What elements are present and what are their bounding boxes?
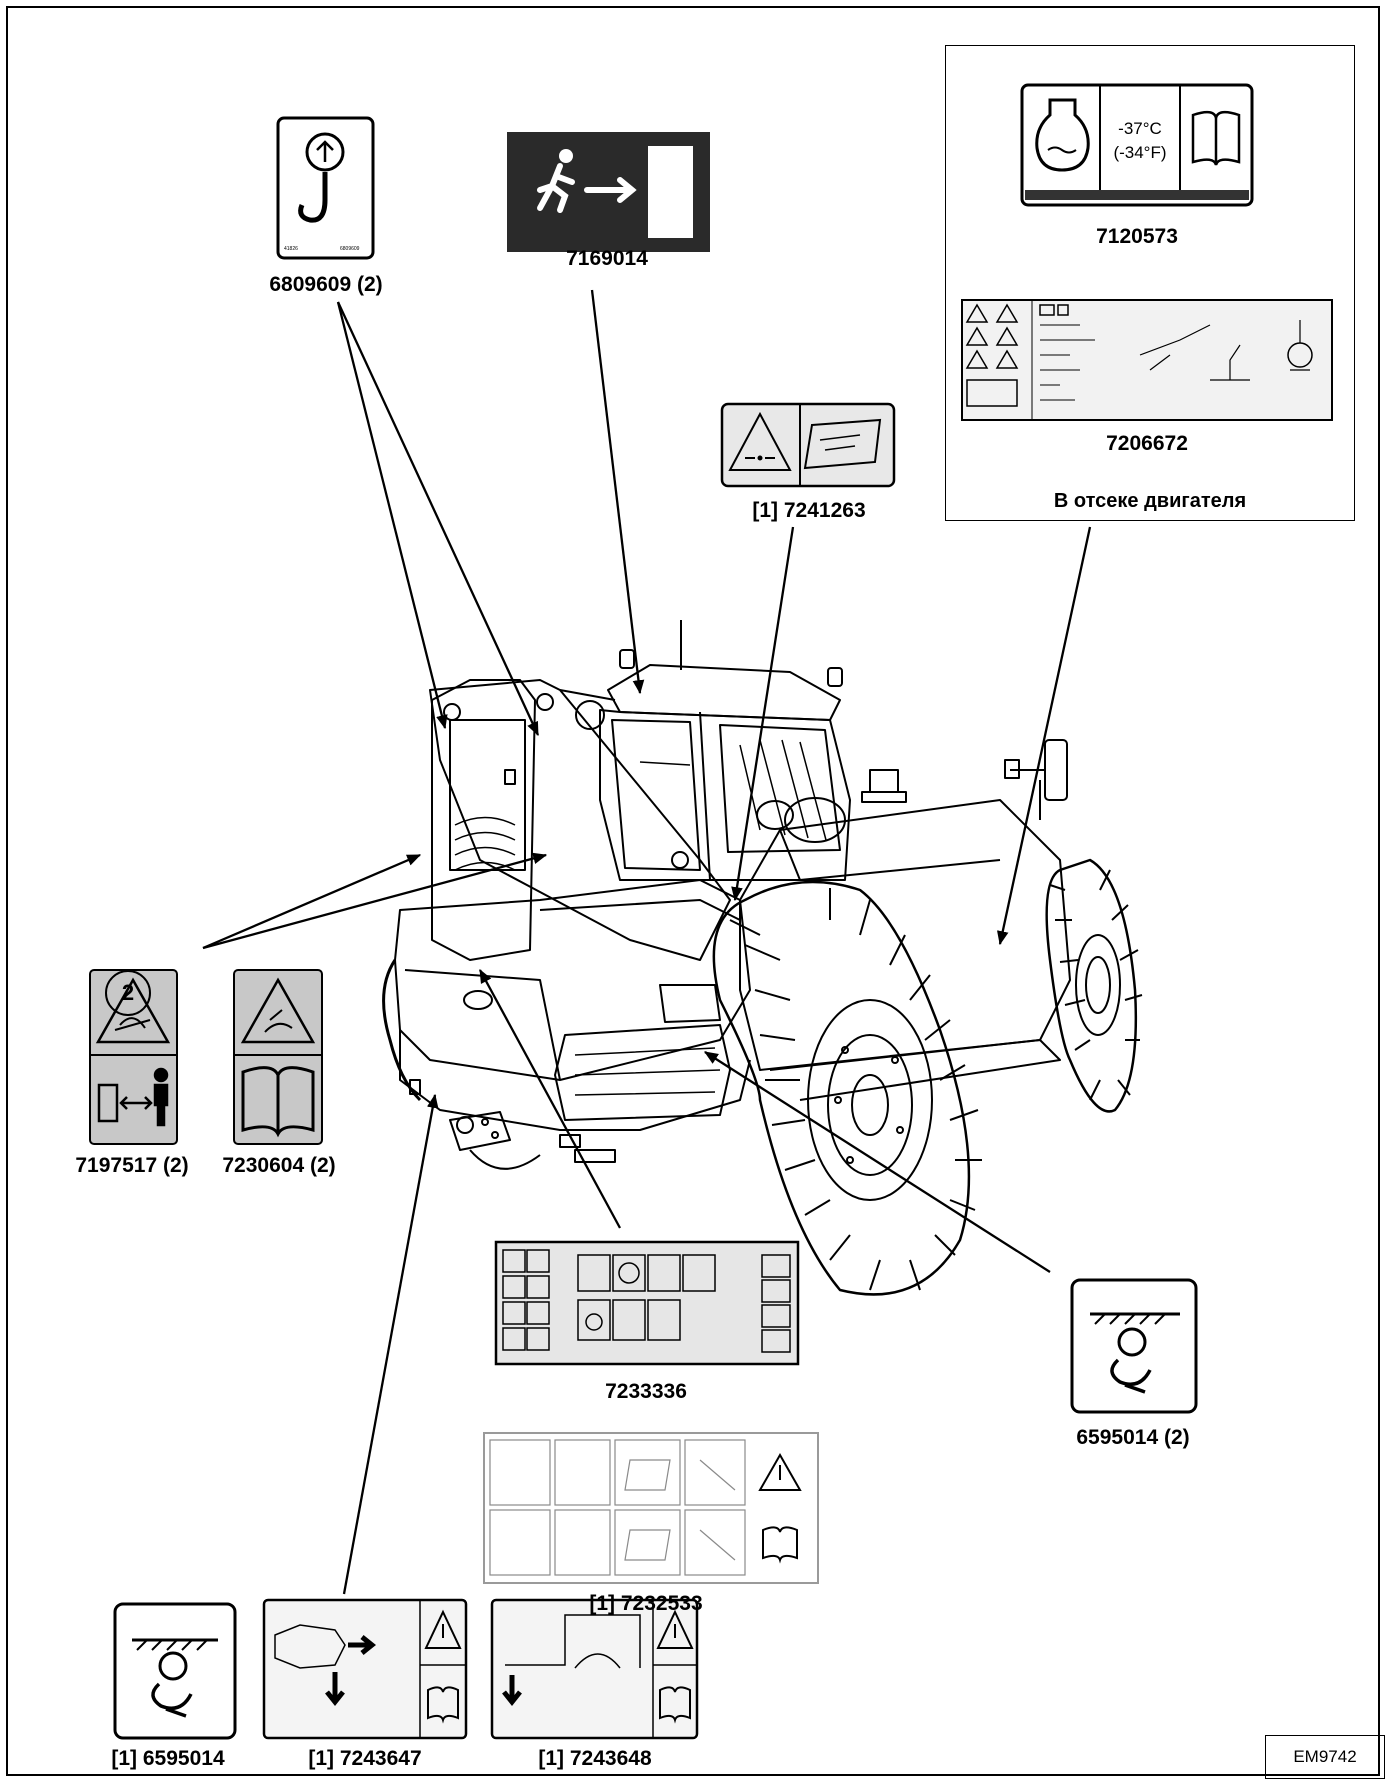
decal-temp-c: -37°C: [1118, 119, 1162, 138]
leader-7197517-a: [203, 855, 420, 948]
decal-6595014-right: [1072, 1280, 1196, 1412]
leader-7197517-b: [203, 855, 546, 948]
label-7232533: [1] 7232533: [589, 1593, 702, 1614]
decal-7230604: [234, 970, 322, 1144]
label-7169014: 7169014: [566, 248, 648, 269]
leader-7169014: [592, 290, 640, 693]
label-7243647: [1] 7243647: [308, 1748, 421, 1769]
label-7243648: [1] 7243648: [538, 1748, 651, 1769]
svg-text:41826: 41826: [284, 246, 298, 252]
leader-7233336: [480, 970, 620, 1228]
decal-6809609: 41826 6809609: [278, 118, 373, 258]
inset-caption: В отсеке двигателя: [1054, 491, 1246, 511]
decal-7243647: [264, 1600, 466, 1738]
label-6595014-right: 6595014 (2): [1076, 1427, 1189, 1448]
label-7230604: 7230604 (2): [222, 1155, 335, 1176]
decal-7206672: [962, 300, 1332, 420]
label-7233336: 7233336: [605, 1381, 687, 1402]
decal-7232533: [484, 1433, 818, 1583]
label-7120573: 7120573: [1096, 226, 1178, 247]
leader-6809609-b: [338, 302, 538, 735]
leader-6595014-bottom: [344, 1095, 435, 1594]
decal-7169014: [507, 132, 710, 252]
label-6809609: 6809609 (2): [269, 274, 382, 295]
decal-7243648: [492, 1600, 697, 1738]
callout-circle-2: 2: [105, 970, 151, 1016]
figure-reference: EM9742: [1265, 1735, 1385, 1779]
label-6595014-bottom: [1] 6595014: [111, 1748, 224, 1769]
label-7206672: 7206672: [1106, 433, 1188, 454]
rear-right-wheel: [1047, 860, 1142, 1111]
leader-6595014-right: [705, 1052, 1050, 1272]
leader-6809609-a: [338, 302, 445, 728]
label-7197517: 7197517 (2): [75, 1155, 188, 1176]
leader-7241263: [735, 527, 793, 900]
svg-text:6809609: 6809609: [340, 246, 360, 252]
decal-7241263: [722, 404, 894, 486]
decal-7233336: [496, 1242, 798, 1364]
leader-inset: [1000, 527, 1090, 944]
front-right-wheel: [714, 882, 982, 1294]
decal-7120573: -37°C (-34°F): [1022, 85, 1252, 205]
label-7241263: [1] 7241263: [752, 500, 865, 521]
decal-6595014-bottom: [115, 1604, 235, 1738]
decal-temp-f: (-34°F): [1113, 143, 1166, 162]
